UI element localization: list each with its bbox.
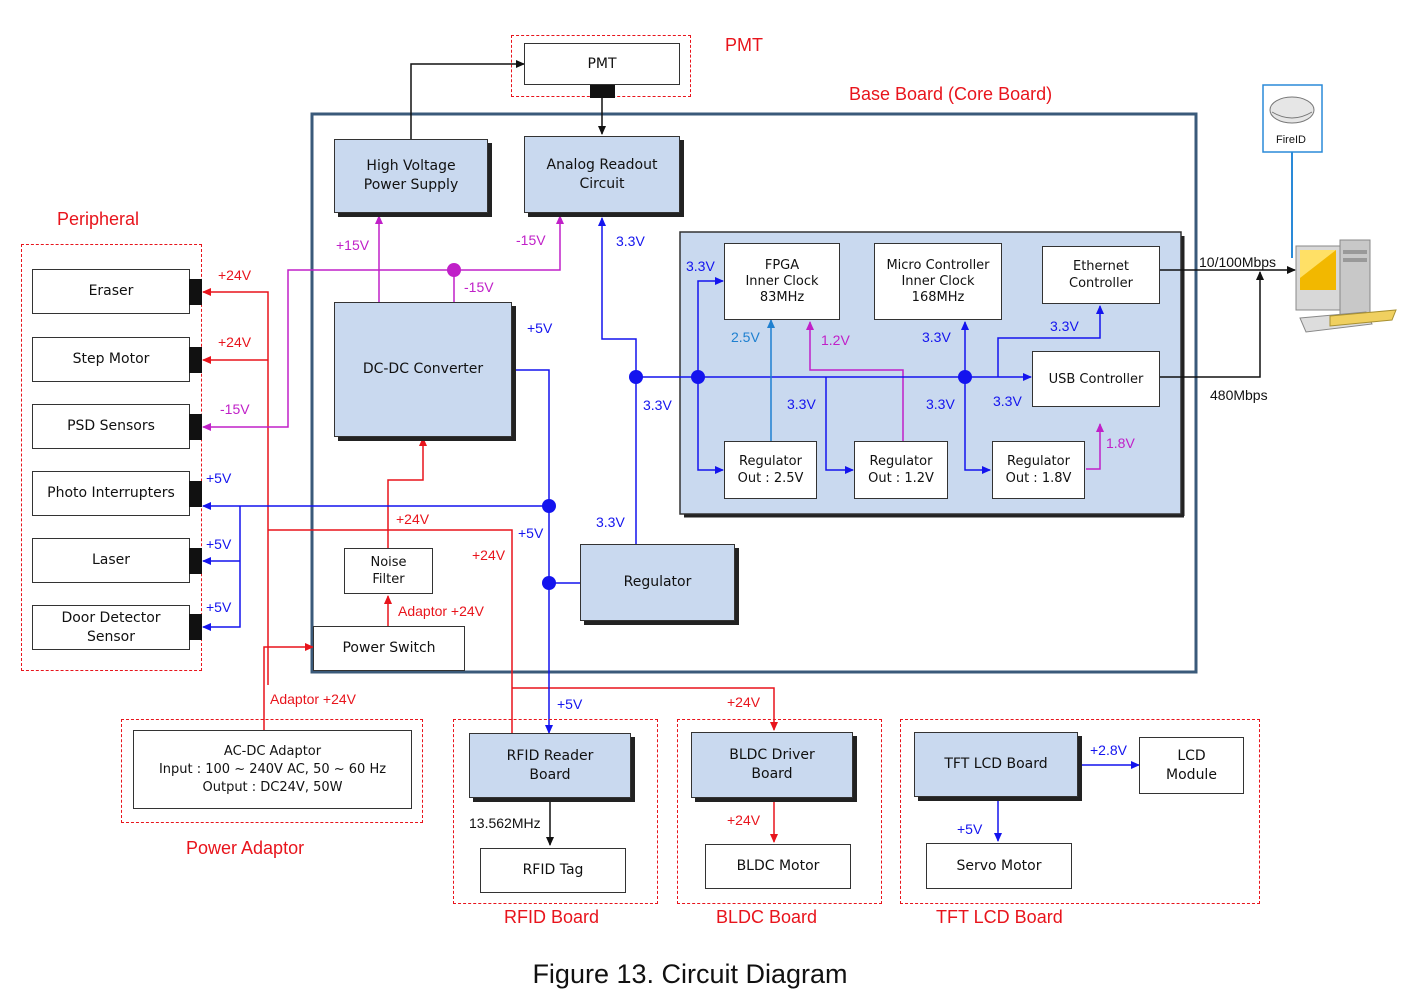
bldc-title: BLDC Board <box>716 907 818 927</box>
power-adaptor-title: Power Adaptor <box>186 838 305 858</box>
rfid-reader-board-box: RFID Reader Board <box>469 733 631 798</box>
tft-title: TFT LCD Board <box>936 907 1063 927</box>
label-photo-5: +5V <box>206 470 232 486</box>
pmt-connector <box>590 85 615 98</box>
label-v25: 2.5V <box>731 329 760 345</box>
label-p5-dc: +5V <box>527 320 553 336</box>
bldc-zone <box>677 719 882 904</box>
label-eth-speed: 10/100Mbps <box>1199 254 1277 270</box>
label-lcd-28: +2.8V <box>1090 742 1127 758</box>
lcd-module-box: LCD Module <box>1139 737 1244 794</box>
pmt-title: PMT <box>725 35 763 55</box>
label-m15-hv: -15V <box>516 232 546 248</box>
tft-lcd-board-box: TFT LCD Board <box>914 732 1078 797</box>
label-v33-bus: 3.3V <box>643 397 672 413</box>
label-v18: 1.8V <box>1106 435 1135 451</box>
regulator-2-5v-box: Regulator Out : 2.5V <box>724 441 817 499</box>
label-p15: +15V <box>336 237 370 253</box>
pmt-box: PMT <box>524 43 680 85</box>
computer-icon <box>1295 239 1397 333</box>
usb-controller-box: USB Controller <box>1032 351 1160 407</box>
label-v33-eth: 3.3V <box>1050 318 1079 334</box>
laser-connector <box>189 548 202 574</box>
ac-dc-adaptor-box: AC-DC Adaptor Input : 100 ~ 240V AC, 50 … <box>133 730 412 809</box>
noise-filter-box: Noise Filter <box>344 548 433 594</box>
rfid-tag-box: RFID Tag <box>480 848 626 893</box>
label-p5-mid: +5V <box>518 525 544 541</box>
peripheral-zone <box>21 244 202 671</box>
rfid-title: RFID Board <box>504 907 600 927</box>
peripheral-title: Peripheral <box>57 209 140 229</box>
label-13-562mhz: 13.562MHz <box>469 815 541 831</box>
tft-zone <box>900 719 1260 904</box>
label-v33-reg12: 3.3V <box>787 396 816 412</box>
label-v33-regulator: 3.3V <box>596 514 625 530</box>
fireid-label: FireID <box>1276 134 1306 146</box>
label-adaptor-24-outer: Adaptor +24V <box>270 691 357 707</box>
fpga-box: FPGA Inner Clock 83MHz <box>724 243 840 320</box>
laser-box: Laser <box>32 538 190 583</box>
servo-motor-box: Servo Motor <box>926 843 1072 889</box>
label-adaptor-24-inner: Adaptor +24V <box>398 603 485 619</box>
label-bldc-24-out: +24V <box>727 812 761 828</box>
door-detector-connector <box>189 614 202 640</box>
power-adaptor-zone <box>121 719 423 823</box>
label-door-5: +5V <box>206 599 232 615</box>
label-step-24: +24V <box>218 334 252 350</box>
label-m15-dc: -15V <box>464 279 494 295</box>
label-p24-noise: +24V <box>396 511 430 527</box>
bldc-motor-box: BLDC Motor <box>705 844 851 889</box>
rfid-zone <box>453 719 658 904</box>
photo-interrupters-connector <box>189 481 202 507</box>
label-bldc-24-in: +24V <box>727 694 761 710</box>
label-v33-analog: 3.3V <box>616 233 645 249</box>
label-eraser-24: +24V <box>218 267 252 283</box>
base-board-frame <box>310 112 1198 674</box>
regulator-1-8v-box: Regulator Out : 1.8V <box>992 441 1085 499</box>
fireid-device-icon <box>1262 84 1323 153</box>
label-laser-5: +5V <box>206 536 232 552</box>
eraser-box: Eraser <box>32 269 190 314</box>
label-usb-speed: 480Mbps <box>1210 387 1268 403</box>
psd-sensors-box: PSD Sensors <box>32 404 190 449</box>
label-v33-fpga: 3.3V <box>686 258 715 274</box>
label-p24-mid: +24V <box>472 547 506 563</box>
psd-sensors-connector <box>189 414 202 440</box>
figure-caption: Figure 13. Circuit Diagram <box>532 959 848 989</box>
label-psd-15: -15V <box>220 401 250 417</box>
ethernet-controller-box: Ethernet Controller <box>1042 246 1160 304</box>
label-v12: 1.2V <box>821 332 850 348</box>
regulator-box: Regulator <box>580 544 735 621</box>
high-voltage-power-supply-box: High Voltage Power Supply <box>334 139 488 213</box>
dc-dc-converter-box: DC-DC Converter <box>334 302 512 437</box>
micro-controller-box: Micro Controller Inner Clock 168MHz <box>874 243 1002 320</box>
label-servo-5: +5V <box>957 821 983 837</box>
label-rfid-5: +5V <box>557 696 583 712</box>
base-board-title: Base Board (Core Board) <box>849 84 1053 104</box>
regulator-1-2v-box: Regulator Out : 1.2V <box>854 441 948 499</box>
door-detector-sensor-box: Door Detector Sensor <box>32 605 190 650</box>
bldc-driver-board-box: BLDC Driver Board <box>691 732 853 798</box>
label-v33-reg18: 3.3V <box>926 396 955 412</box>
analog-readout-circuit-box: Analog Readout Circuit <box>524 136 680 213</box>
step-motor-box: Step Motor <box>32 337 190 382</box>
photo-interrupters-box: Photo Interrupters <box>32 471 190 516</box>
step-motor-connector <box>189 347 202 373</box>
label-v33-usb: 3.3V <box>993 393 1022 409</box>
power-switch-box: Power Switch <box>313 626 465 671</box>
eraser-connector <box>189 279 202 305</box>
label-v33-micro: 3.3V <box>922 329 951 345</box>
